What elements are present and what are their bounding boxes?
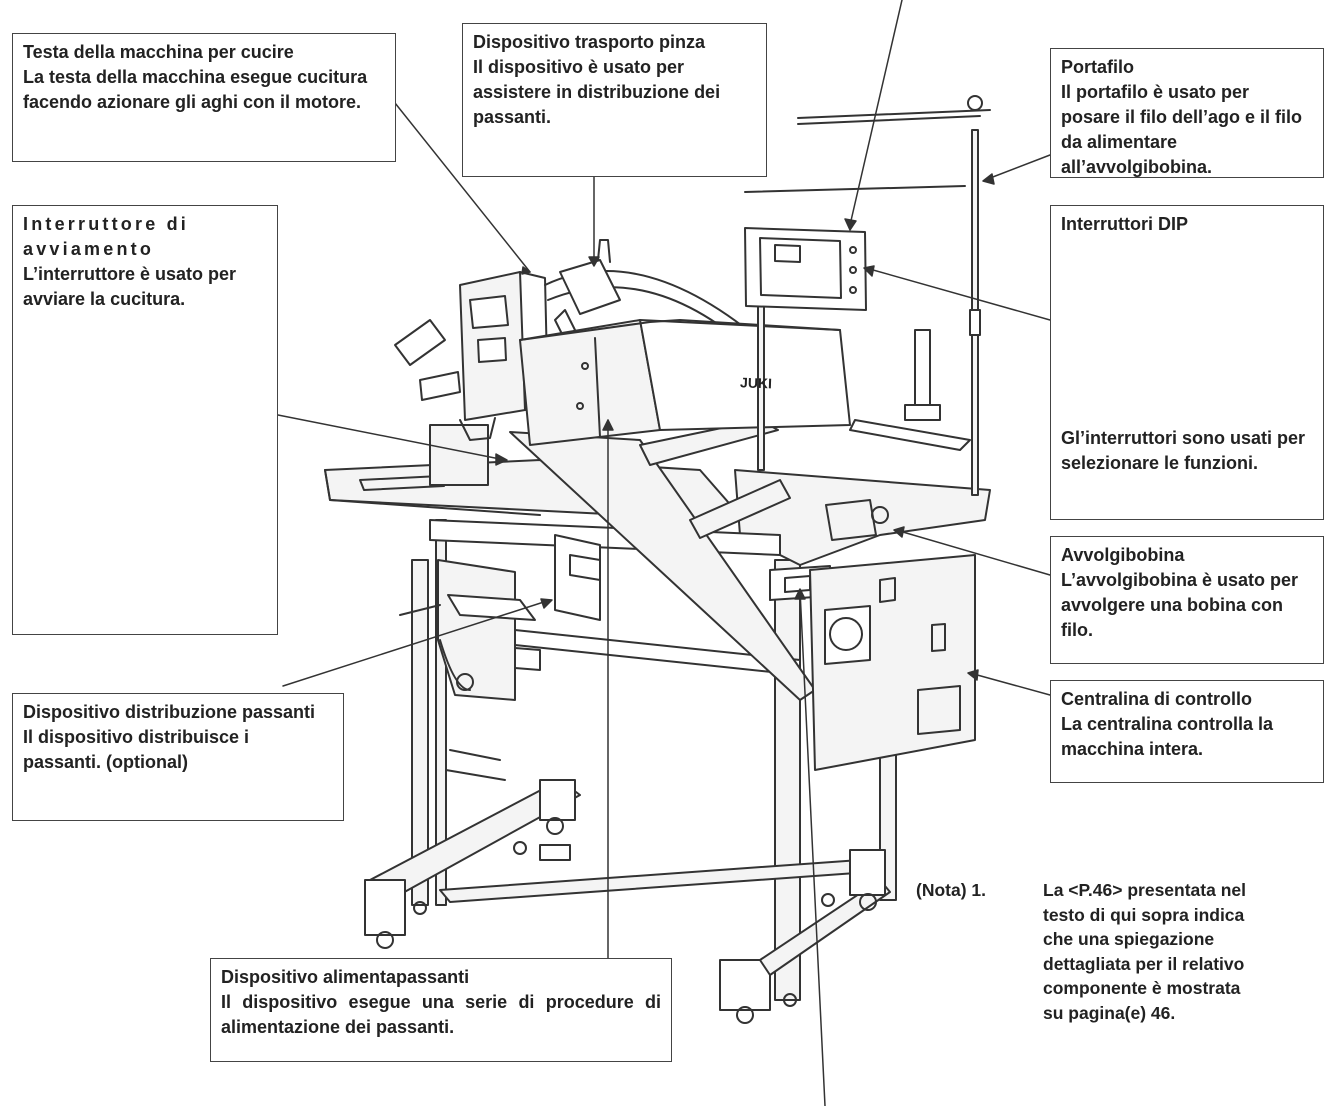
callout-title: Centralina di controllo — [1061, 689, 1253, 709]
footnote: (Nota) 1. La <P.46> presentata nel testo… — [916, 878, 1316, 1023]
callout-title: Testa della macchina per cucire — [23, 42, 294, 62]
stand-lower — [445, 749, 506, 781]
callout-loop-feeder: Dispositivo alimentapassanti Il disposit… — [210, 958, 672, 1062]
footnote-label: (Nota) 1. — [916, 880, 986, 900]
callout-loop-distributor: Dispositivo distribuzione passanti Il di… — [12, 693, 344, 821]
callout-title: Portafilo — [1061, 57, 1135, 77]
loop-distributor-unit — [399, 534, 601, 701]
footnote-text: La <P.46> presentata nel testo di qui so… — [1043, 880, 1246, 1023]
callout-dip-switches: Interruttori DIP Gl’interruttori sono us… — [1050, 205, 1324, 520]
callout-bobbin-winder: Avvolgibobina L’avvolgibobina è usato pe… — [1050, 536, 1324, 664]
loop-feeder-housing — [519, 319, 851, 446]
callout-description: Il dispositivo distribuisce i passanti. … — [23, 727, 250, 772]
stand — [364, 519, 897, 1024]
callout-title: Dispositivo distribuzione passanti — [23, 702, 316, 722]
callout-title: Dispositivo trasporto pinza — [473, 32, 706, 52]
callout-description: L’avvolgibobina è usato per avvolgere un… — [1061, 570, 1299, 640]
callout-title: Interruttori DIP — [1061, 214, 1189, 234]
leader-lines — [277, 0, 1051, 1106]
machine-head — [394, 239, 761, 486]
callout-title: Dispositivo alimentapassanti — [221, 967, 470, 987]
callout-clamp-transport: Dispositivo trasporto pinza Il dispositi… — [462, 23, 767, 177]
callout-description: Gl’interruttori sono usati per seleziona… — [1061, 428, 1306, 473]
thread-stand-rod — [744, 95, 991, 496]
callout-control-box: Centralina di controllo La centralina co… — [1050, 680, 1324, 783]
callout-description: La testa della macchina esegue cucitura … — [23, 67, 368, 112]
operation-panel — [744, 227, 867, 471]
callout-description: Il portafilo è usato per posare il filo … — [1061, 82, 1303, 177]
callout-description: Il dispositivo è usato per assistere in … — [473, 57, 721, 127]
control-box-body — [809, 554, 976, 771]
callout-title: Interruttore di avviamento — [23, 214, 190, 259]
callout-title: Avvolgibobina — [1061, 545, 1185, 565]
callout-description: Il dispositivo esegue una serie di proce… — [221, 992, 661, 1037]
callout-machine-head: Testa della macchina per cucire La testa… — [12, 33, 396, 162]
callout-description: L’interruttore è usato per avviare la cu… — [23, 264, 237, 309]
callout-thread-stand: Portafilo Il portafilo è usato per posar… — [1050, 48, 1324, 178]
callout-start-switch: Interruttore di avviamento L’interruttor… — [12, 205, 278, 635]
bobbin-winder-unit — [825, 499, 889, 541]
brand-logo: JUKI — [740, 374, 772, 391]
callout-description: La centralina controlla la macchina inte… — [1061, 714, 1274, 759]
